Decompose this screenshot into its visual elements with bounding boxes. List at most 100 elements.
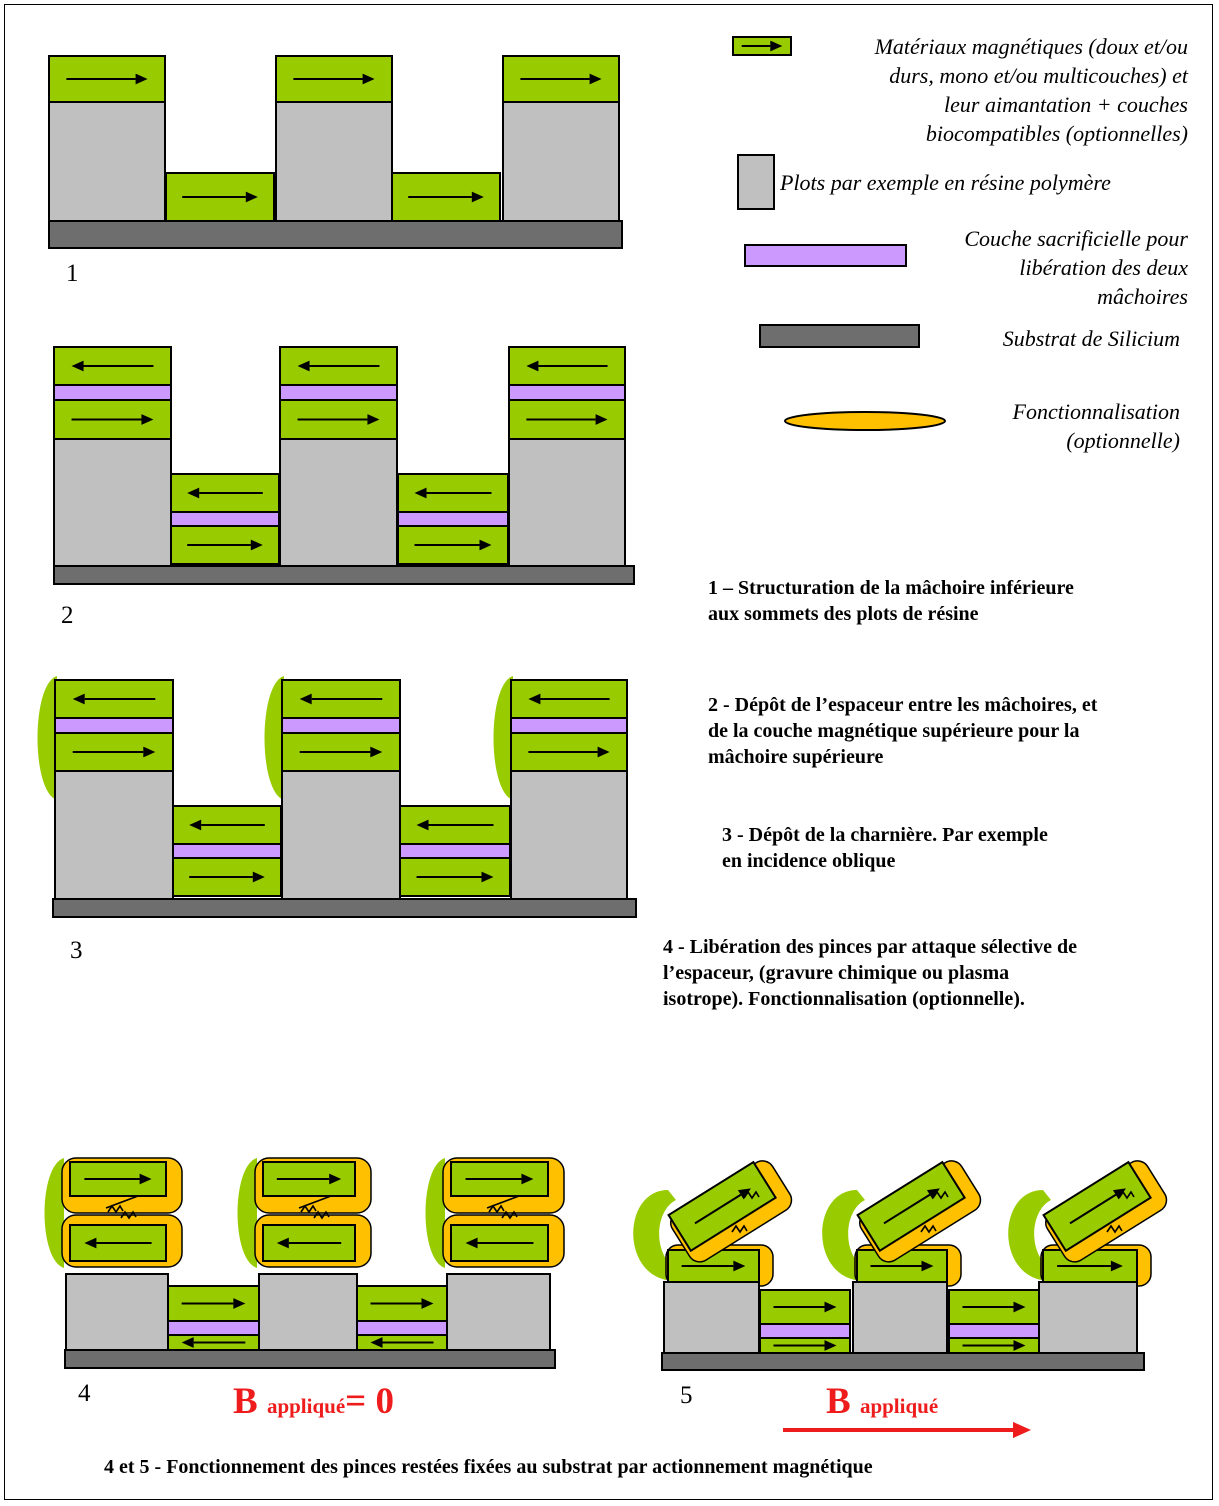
stage-4-top-jaw-1-arrow-head	[139, 1173, 152, 1185]
stage-5-trench-bottom-1-arrow	[773, 1340, 837, 1351]
stage-2-trench-top-1	[170, 473, 280, 513]
stage-4-trench-top-2-arrow	[370, 1298, 434, 1309]
stage-5-hinge-2	[822, 1190, 865, 1280]
stage-5-bottom-jaw-3-arrow-head	[1110, 1260, 1123, 1272]
step-number-5: 5	[680, 1382, 693, 1409]
stage-4-bottom-jaw-2-arrow-head	[276, 1237, 289, 1249]
step-number-2: 2	[61, 602, 74, 629]
legend-substrate-text: Substrat de Silicium	[1002, 326, 1180, 351]
legend-functionalization-text: Fonctionnalisation (optionnelle)	[1012, 399, 1180, 453]
stage-2-top-jaw-2	[279, 346, 398, 386]
stage-3-trench-bottom-2	[399, 857, 511, 897]
stage-3-top-jaw-3-arrow	[528, 693, 610, 705]
step-number-1: 1	[66, 260, 79, 287]
stage-1-pillar-3	[502, 101, 620, 222]
stage-5-trench-spacer-2	[948, 1323, 1040, 1339]
stage-2-bottom-jaw-2-arrow	[297, 414, 380, 425]
stage-3-hinge-2	[264, 676, 284, 800]
stage-2-top-jaw-3-arrow-head	[526, 360, 539, 372]
stage-3-bottom-jaw-2	[281, 732, 401, 772]
stage-5-trench-top-2-arrow	[962, 1301, 1026, 1313]
stage-4-bond-a-3	[488, 1204, 505, 1214]
stage-2-top-jaw-2-arrow-head	[297, 360, 310, 372]
stage-5-top-arrow-1-shaft	[694, 1193, 742, 1225]
stage-4-bond-b-2	[313, 1210, 330, 1220]
stage-3-trench-top-2	[399, 805, 511, 845]
stage-2-trench-top-1-arrow	[187, 487, 263, 499]
stage-1-top-layer-2	[275, 55, 393, 103]
stage-3-trench-top-2-arrow	[416, 819, 494, 831]
stage-1-trench-layer-2-arrow-head	[471, 191, 484, 203]
stage-4-trench-bottom-2	[356, 1334, 448, 1351]
field-zero-value: = 0	[345, 1381, 394, 1422]
legend-substrate-swatch	[759, 324, 920, 348]
stage-3-trench-bottom-1	[172, 857, 282, 897]
stage-2-spacer-3	[508, 384, 626, 401]
stage-5-trench-top-2-arrow-head	[1013, 1301, 1026, 1313]
stage-4-pillar-2	[258, 1273, 358, 1351]
stage-5-hinge-1	[633, 1190, 676, 1280]
stage-2-trench-bottom-2-arrow-head	[479, 539, 492, 551]
legend-sacrificial-swatch	[744, 244, 907, 267]
stage-1-substrate	[48, 220, 623, 249]
stage-3	[37, 676, 637, 918]
stage-2-bottom-jaw-3-arrow	[526, 414, 608, 425]
stage-3-trench-bottom-1-arrow-head	[252, 871, 265, 883]
stage-2-top-jaw-1-arrow	[71, 360, 154, 372]
stage-5-bottom-jaw-2-arrow	[870, 1260, 934, 1272]
legend-functionalization-swatch	[784, 411, 946, 431]
stage-5-pillar-2	[852, 1281, 948, 1354]
field-applied-symbol: B	[826, 1381, 851, 1422]
figure-caption: 4 et 5 - Fonctionnement des pinces resté…	[104, 1456, 873, 1478]
stage-4-trench-bottom-2-arrow-head	[370, 1337, 383, 1348]
stage-5-bottom-jaw-3	[1042, 1249, 1138, 1283]
stage-5-bottom-jaw-1-arrow-head	[733, 1260, 746, 1272]
stage-4-hinge-2	[237, 1158, 257, 1268]
stage-2	[53, 346, 635, 585]
stage-2-top-jaw-1	[53, 346, 172, 386]
stage-3-trench-top-1-arrow	[189, 819, 265, 831]
stage-3-top-jaw-2-arrow-head	[299, 693, 312, 705]
stage-5-hinge-3	[1008, 1190, 1051, 1280]
stage-5-trench-bottom-2	[948, 1337, 1040, 1354]
stage-3-trench-top-1	[172, 805, 282, 845]
step-3-text: 3 - Dépôt de la charnière. Par exemple e…	[722, 824, 1048, 872]
stage-2-trench-bottom-2-arrow	[414, 539, 492, 551]
stage-3-top-jaw-1	[54, 679, 174, 719]
applied-field-arrow-head	[1013, 1421, 1031, 1439]
stage-3-top-jaw-3-arrow-head	[528, 693, 541, 705]
stage-4-bond-b-3	[501, 1210, 518, 1220]
stage-5-bottom-jaw-2-arrow-head	[921, 1260, 934, 1272]
stage-2-trench-bottom-1	[170, 525, 280, 565]
stage-4-trench-top-1-arrow	[181, 1298, 246, 1309]
stage-2-top-jaw-2-arrow	[297, 360, 380, 372]
stage-3-bottom-jaw-3	[510, 732, 628, 772]
stage-5	[633, 1160, 1168, 1371]
stage-3-top-jaw-3	[510, 679, 628, 719]
step-4-text: 4 - Libération des pinces par attaque sé…	[663, 936, 1078, 1010]
stage-5-bottom-jaw-1-arrow	[681, 1260, 746, 1272]
stage-3-pillar-3	[510, 770, 628, 900]
stage-2-top-jaw-3	[508, 346, 626, 386]
stage-2-trench-top-2-arrow-head	[414, 487, 427, 499]
stage-5-trench-top-1	[759, 1289, 851, 1325]
stage-1-top-layer-2-arrow	[293, 73, 375, 85]
stage-4-bottom-jaw-3	[450, 1224, 549, 1262]
stage-2-bottom-jaw-2	[279, 399, 398, 440]
stage-1-pillar-1	[48, 101, 166, 222]
stage-5-trench-bottom-1-arrow-head	[824, 1340, 837, 1351]
stage-4-bond-a-2	[300, 1204, 317, 1214]
stage-4	[44, 1157, 565, 1369]
stage-1-top-layer-1-arrow	[66, 73, 148, 85]
stage-3-trench-bottom-1-arrow	[189, 871, 265, 883]
stage-2-pillar-1	[53, 438, 172, 567]
stage-3-bottom-jaw-3-arrow	[528, 746, 610, 758]
stage-2-bottom-jaw-3-arrow-head	[595, 414, 608, 425]
legend-magnetic-swatch-arrow	[741, 40, 783, 52]
stage-1-pillar-2	[275, 101, 393, 222]
stage-2-trench-spacer-1	[170, 511, 280, 527]
legend-magnetic-swatch	[732, 36, 792, 56]
stage-2-bottom-jaw-2-arrow-head	[367, 414, 380, 425]
stage-5-bond-a-2	[920, 1224, 937, 1234]
stage-2-trench-top-2	[397, 473, 509, 513]
